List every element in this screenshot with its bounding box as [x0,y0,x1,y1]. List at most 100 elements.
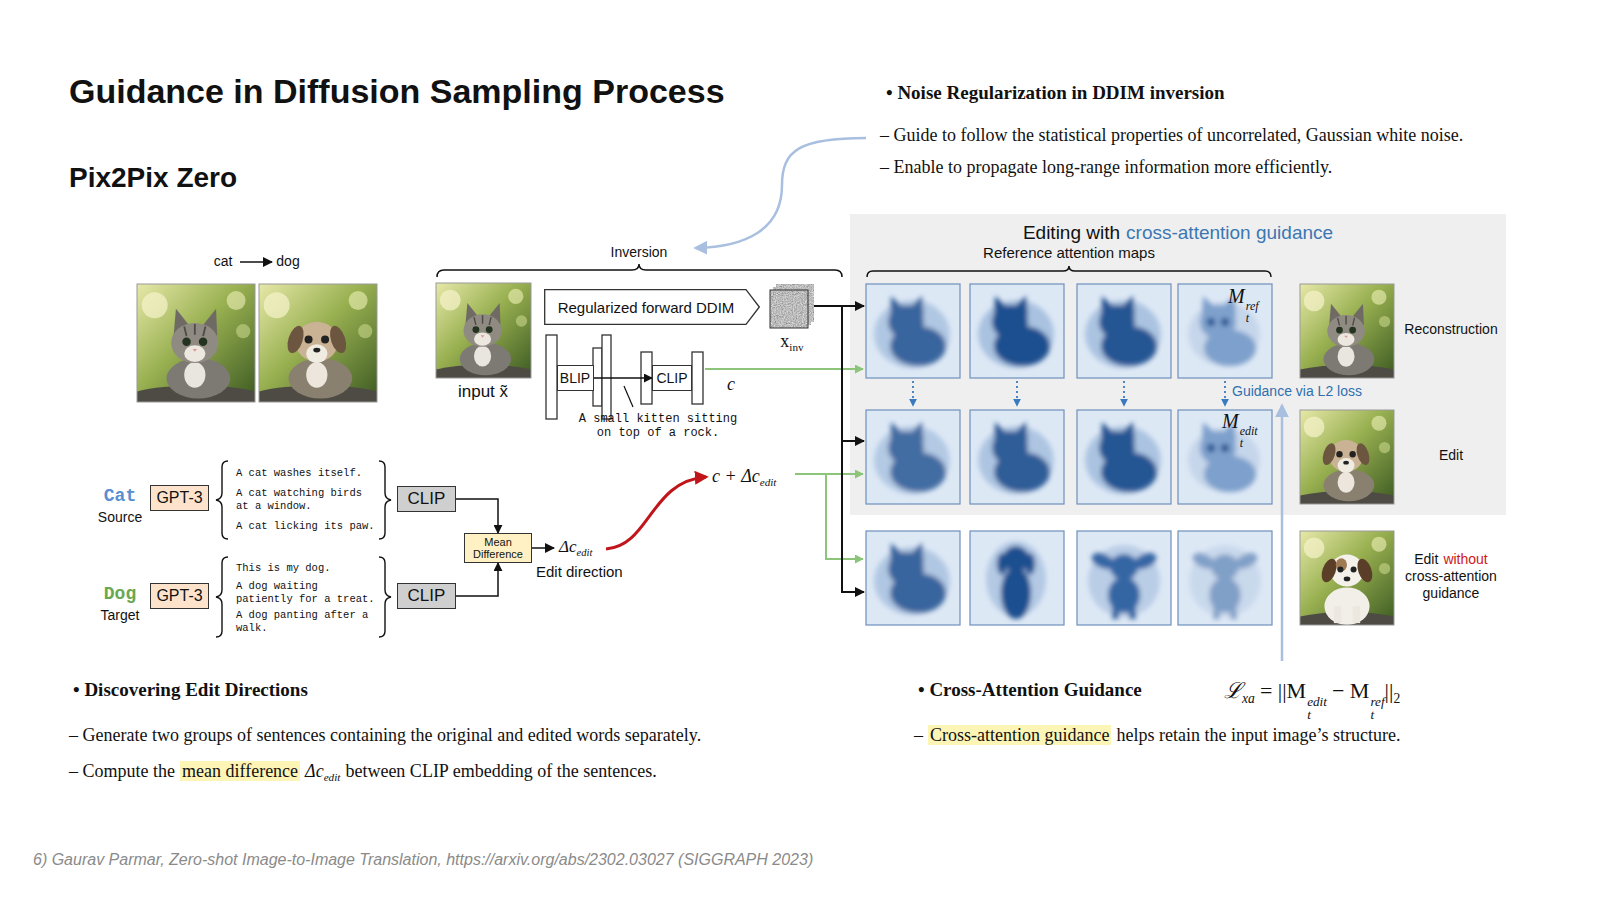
label-text: Edit [1414,551,1438,567]
label-text: Inversion [611,244,668,260]
label-text: – Guide to follow the statistical proper… [880,125,1463,145]
label-text: ref [1246,300,1259,312]
label-text: without [1443,551,1487,567]
node-label: Mean Difference [473,536,523,560]
label-text: ℒ [1224,678,1242,703]
text-group: A dog panting after a walk. [236,609,378,635]
node-label: CLIP [408,586,446,605]
connector [594,377,653,379]
node-label: Regularized forward DDIM [558,299,735,316]
text-group: cat [214,253,233,269]
sub-sup-stack: reft [1370,695,1384,721]
node-text: GPT-3 [156,489,202,507]
text-group: Guidance via L2 loss [1232,383,1362,399]
label-text: − M [1332,678,1369,703]
text-group: Edit direction [536,563,623,580]
node-text: Regularized forward DDIM [558,299,735,316]
label-text: A dog waiting patiently for a treat. [236,580,375,605]
label-text: Reconstruction [1404,321,1497,337]
label-text: Cross-attention guidance [928,725,1111,745]
label-text: • Noise Regularization in DDIM inversion [886,82,1225,103]
cat-dog-arrow [240,261,272,263]
input-photo [415,283,552,399]
reference-caption: 6) Gaurav Parmar, Zero-shot Image-to-Ima… [33,851,813,869]
edit-add-arrow [606,477,706,549]
node-text: CLIP [408,586,446,606]
label-text: edit [1307,695,1327,708]
label-text: Dog [104,584,136,604]
label-text: edit [324,771,341,783]
label-text: M [1222,410,1239,432]
text-group: Reconstruction [1404,321,1497,337]
example-photos [111,284,403,428]
condition-lines [705,369,863,559]
text-group: – Generate two groups of sentences conta… [69,725,701,746]
text-group: A dog waiting patiently for a treat. [236,580,378,606]
text-group: c [727,374,735,395]
leader-line [624,386,633,407]
node-text: Editing withcross-attention guidance [1023,222,1333,244]
label-text: M [1228,285,1245,307]
sub-sup-stack: editt [1307,695,1327,721]
model-box: GPT-3 [150,485,209,511]
label-text: A cat washes itself. [236,467,362,479]
label-text: c [727,374,735,394]
label-text: Pix2Pix Zero [69,162,237,193]
text-group: Meditt [1222,410,1258,449]
label-text: Δc [305,761,324,781]
label-text: ref [1370,695,1384,708]
node-text: Mean Difference [465,536,531,560]
label-text: dog [276,253,299,269]
label-text: inv [789,341,803,353]
node-label: Editing with [1023,222,1120,243]
text-group: A cat washes itself. [236,467,378,480]
edit-direction-arrow [529,547,554,549]
label-text: Δc [559,537,577,556]
text-group: Edit withoutcross-attention guidance [1391,551,1511,602]
text-group: • Noise Regularization in DDIM inversion [886,82,1225,104]
text-group: Dog [104,584,136,604]
node-text: CLIP [656,370,687,386]
text-group: Reference attention maps [983,244,1155,261]
operation-box: Mean Difference [464,533,532,563]
label-text: t [1307,708,1327,721]
label-text: cross-attention guidance [1391,568,1511,602]
model-box: BLIP [557,365,594,391]
model-box: CLIP [397,486,456,512]
model-box: CLIP [397,583,456,609]
callout-arrow [696,138,866,248]
node-label: GPT-3 [156,489,202,506]
node-label: BLIP [560,370,590,386]
connector [456,499,498,533]
label-text: Source [98,509,142,525]
process-arrow-box: Regularized forward DDIM [544,289,760,325]
sub-sup-stack: editt [1240,425,1258,449]
text-group: –Cross-attention guidancehelps retain th… [914,725,1400,746]
noise-stack [770,284,814,328]
text-group: • Discovering Edit Directions [73,679,308,701]
text-group: Edit [1439,447,1463,463]
label-text: c + Δc [712,466,760,486]
text-group: xinv [780,331,803,353]
label-text: x [780,331,789,351]
model-box: GPT-3 [150,583,209,609]
label-text: edit [577,547,593,558]
label-text: Guidance via L2 loss [1232,383,1362,399]
label-text: edit [1240,425,1258,437]
text-group: • Cross-Attention Guidance [918,679,1142,701]
label-text: between CLIP embedding of the sentences. [345,761,656,781]
label-text: Cat [104,486,136,506]
label-text: This is my dog. [236,562,331,574]
text-group: c + Δcedit [712,466,776,488]
text-group: – Compute themean differenceΔcedit betwee… [69,761,657,783]
label-text: Edit direction [536,563,623,580]
text-group: Source [98,509,142,525]
label-text: Target [101,607,140,623]
label-text: • Cross-Attention Guidance [918,679,1142,700]
label-text: – Compute the [69,761,175,781]
text-group: – Guide to follow the statistical proper… [880,125,1463,146]
label-text: mean difference [180,761,300,781]
braces [216,461,391,637]
label-text: xa [1242,691,1255,706]
